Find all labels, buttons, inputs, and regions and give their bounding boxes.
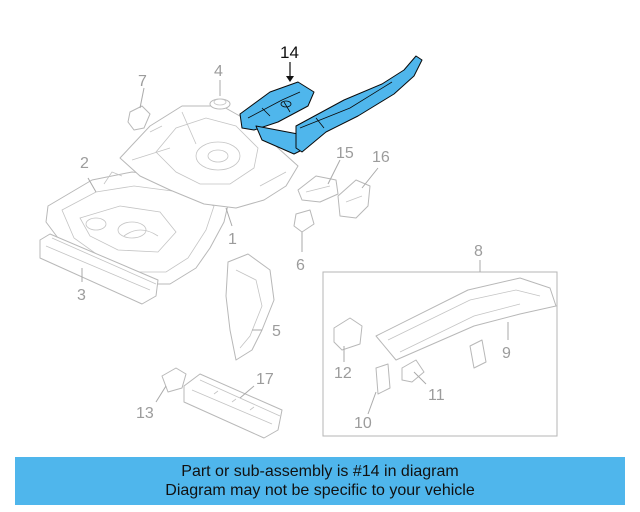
part-9b-bracket xyxy=(469,339,487,369)
callout-5: 5 xyxy=(272,323,281,340)
part-5-wheelhouse xyxy=(225,253,275,361)
callout-6: 6 xyxy=(296,257,305,274)
part-6-bracket xyxy=(293,209,315,233)
part-15-bracket xyxy=(297,175,339,203)
banner-line-1: Part or sub-assembly is #14 in diagram xyxy=(181,463,459,480)
part-3-front-rail xyxy=(39,233,159,305)
callout-2: 2 xyxy=(80,155,89,172)
sub-assembly-box xyxy=(322,271,558,437)
callout-7: 7 xyxy=(138,73,147,90)
callout-14: 14 xyxy=(280,43,299,62)
callout-13: 13 xyxy=(136,405,154,422)
part-1-rear-floor-pan xyxy=(119,105,299,209)
callout-1: 1 xyxy=(228,231,237,248)
callout-leaders xyxy=(81,80,509,415)
part-14-highlighted[interactable] xyxy=(239,55,423,155)
banner-line-2: Diagram may not be specific to your vehi… xyxy=(165,482,475,499)
callout-16: 16 xyxy=(372,149,390,166)
part-4-plug xyxy=(209,98,231,110)
part-9-rear-side-member xyxy=(375,277,557,361)
info-banner: Part or sub-assembly is #14 in diagram D… xyxy=(15,457,625,505)
part-17-crossmember xyxy=(183,373,283,439)
callout-11: 11 xyxy=(428,387,445,404)
part-13-bracket xyxy=(161,367,187,393)
callout-15: 15 xyxy=(336,145,354,162)
callout-4: 4 xyxy=(214,63,223,80)
callout-17: 17 xyxy=(256,371,274,388)
callout-10: 10 xyxy=(354,415,372,432)
callout-3: 3 xyxy=(77,287,86,304)
part-16-bracket xyxy=(337,179,371,219)
callout-12: 12 xyxy=(334,365,352,382)
part-7-bracket xyxy=(127,105,151,131)
callout-9: 9 xyxy=(502,345,511,362)
part-12-bracket xyxy=(333,317,363,351)
callout-numbers: 1 2 3 4 5 6 7 8 9 10 11 12 13 14 15 16 1… xyxy=(77,43,511,432)
callout-14-arrow xyxy=(286,76,294,82)
part-10-bracket xyxy=(375,363,391,395)
callout-8: 8 xyxy=(474,243,483,260)
